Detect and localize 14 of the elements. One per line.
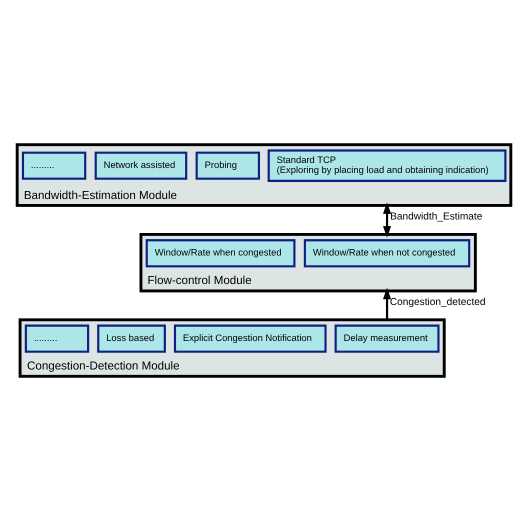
edge-label: Congestion_detected [390, 296, 486, 308]
node-box: Probing [196, 152, 260, 180]
node-box: Delay measurement [334, 324, 440, 353]
arrow [383, 288, 392, 320]
node-box: Window/Rate when not congested [304, 239, 470, 268]
node-box: Standard TCP (Exploring by placing load and obtaining indication) [268, 149, 506, 182]
node-box: Window/Rate when congested [146, 239, 296, 268]
node-box: ......... [22, 152, 86, 180]
node-box: ......... [24, 324, 90, 353]
arrow [383, 202, 392, 238]
node-box: Explicit Congestion Notification [174, 324, 327, 353]
edge-label: Bandwidth_Estimate [390, 211, 482, 222]
node-box: Network assisted [94, 152, 188, 180]
node-box: Loss based [97, 324, 166, 353]
